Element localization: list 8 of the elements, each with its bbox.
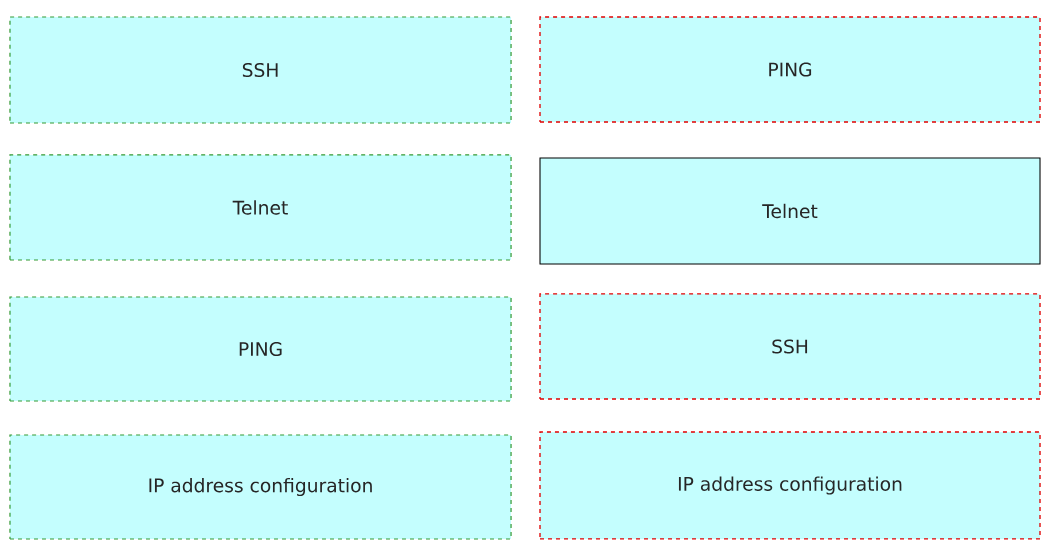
text-box: PING [539, 16, 1041, 123]
text-box: Telnet [539, 157, 1041, 265]
text-box: IP address configuration [539, 431, 1041, 540]
text-box: IP address configuration [9, 434, 512, 540]
text-box: PING [9, 296, 512, 402]
text-box: SSH [9, 16, 512, 124]
text-box: SSH [539, 293, 1041, 400]
text-box: Telnet [9, 154, 512, 261]
